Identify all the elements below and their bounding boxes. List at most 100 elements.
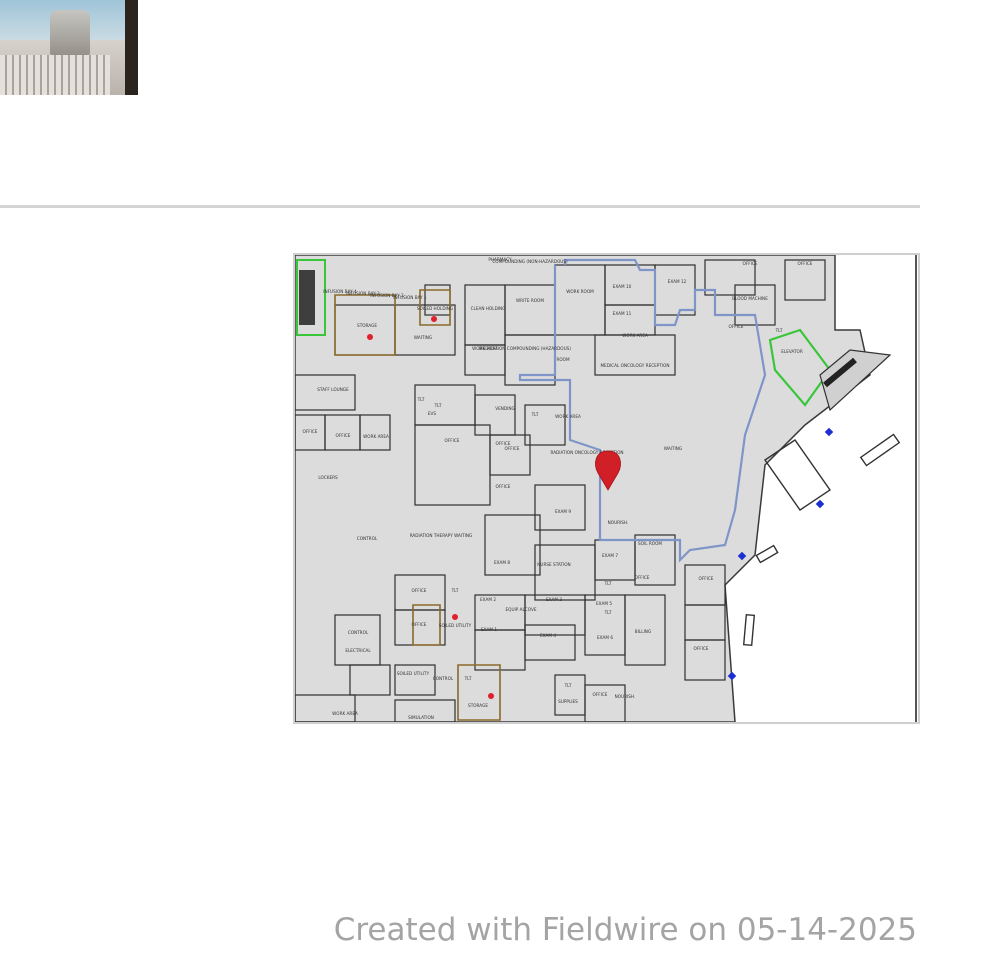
room-label: STORAGE: [357, 323, 377, 328]
room-label: WORK AREA: [555, 414, 581, 419]
room-label: TLT: [604, 610, 612, 615]
room-label: ELEVATOR: [781, 349, 803, 354]
room-label: WORK AREA: [363, 434, 389, 439]
room-label: OFFICE: [412, 588, 427, 593]
room-label: OFFICE: [505, 446, 520, 451]
room-label: WAITING: [664, 446, 682, 451]
room-label: TLT: [531, 412, 539, 417]
room-label: OFFICE: [743, 261, 758, 266]
room-label: INFUSION BAY 2: [370, 293, 404, 298]
room-label: SIMULATION: [408, 715, 434, 720]
room-label: CONTROL: [357, 536, 378, 541]
room-label: BILLING: [635, 629, 651, 634]
room-label: PHARMACY: [488, 257, 512, 262]
red-dot[interactable]: [488, 693, 494, 699]
room-label: STAFF LOUNGE: [317, 387, 349, 392]
room-label: OFFICE: [412, 622, 427, 627]
blue-marker[interactable]: [824, 427, 834, 437]
room-label: OFFICE: [593, 692, 608, 697]
room-label: INFUSION BAY 3: [346, 291, 380, 296]
room-label: STORAGE: [468, 703, 488, 708]
room-label: TLT: [564, 683, 572, 688]
room-label: EXAM 3: [546, 597, 562, 602]
red-dot[interactable]: [452, 614, 458, 620]
room-label: TLT: [434, 403, 442, 408]
room-label: TLT: [451, 588, 459, 593]
room-label: TLT: [464, 676, 472, 681]
room-label: OFFICE: [496, 441, 511, 446]
room-label: EXAM 2: [480, 597, 496, 602]
room-label: SOILED HOLDING: [417, 306, 453, 311]
room-label: OFFICE: [699, 576, 714, 581]
room-label: WORK AREA: [472, 346, 498, 351]
room-label: TLT: [604, 581, 612, 586]
room-label: WAITING: [414, 335, 432, 340]
accessible-route: [518, 258, 767, 563]
room-label: INFUSION BAY 1: [393, 295, 427, 300]
room-label: OFFICE: [798, 261, 813, 266]
room-label: WORK AREA: [622, 333, 648, 338]
room-label: EXAM 10: [613, 284, 632, 289]
photo-blinds: [0, 55, 110, 95]
site-photo[interactable]: [0, 0, 138, 95]
room-label: WORK AREA: [332, 711, 358, 716]
room-label: INFUSION BAY 4: [323, 289, 357, 294]
room-label: TLT: [417, 397, 425, 402]
photo-frame-edge: [125, 0, 138, 95]
room-label: RADIATION THERAPY WAITING: [410, 533, 473, 538]
stair-right: [768, 328, 892, 412]
room-label: VENDING: [495, 406, 514, 411]
room-label: NOURISH.: [615, 694, 636, 699]
room-label: RADIATION ONCOLOGY RECEPTION: [550, 450, 623, 455]
room-label: NURSE STATION: [537, 562, 570, 567]
room-label: CONTROL: [348, 630, 369, 635]
room-label: WORK ROOM: [566, 289, 594, 294]
room-label: EXAM 11: [613, 311, 632, 316]
storage-outlines: [334, 289, 501, 721]
room-label: EXAM 4: [540, 633, 556, 638]
stair-left: [296, 259, 326, 336]
room-label: EXAM 6: [597, 635, 613, 640]
room-label: EXAM 12: [668, 279, 687, 284]
room-label: OFFICE: [729, 324, 744, 329]
exterior-features: [742, 433, 901, 647]
hazard-dots: [367, 316, 494, 699]
red-dot[interactable]: [431, 316, 437, 322]
room-label: NOURISH.: [608, 520, 629, 525]
photo-chair: [50, 10, 90, 55]
room-label: OFFICE: [496, 484, 511, 489]
room-label: EXAM 9: [555, 509, 571, 514]
location-pin-icon[interactable]: [595, 450, 621, 491]
room-label: TLT: [775, 328, 783, 333]
room-label: OFFICE: [445, 438, 460, 443]
room-label: LOCKERS: [318, 475, 338, 480]
room-label: SOIL ROOM: [638, 541, 662, 546]
room-label: OFFICE: [635, 575, 650, 580]
room-label: ROOM: [556, 357, 570, 362]
footer-caption: Created with Fieldwire on 05-14-2025: [333, 912, 917, 948]
section-divider: [0, 205, 920, 208]
room-label: WRITE ROOM: [516, 298, 544, 303]
room-label: OFFICE: [303, 429, 318, 434]
room-label: EVS: [428, 411, 437, 416]
room-label: OFFICE: [336, 433, 351, 438]
room-label: COMPOUNDING (NON-HAZARDOUS): [492, 259, 568, 264]
room-label: SOILED UTILITY: [397, 671, 430, 676]
room-label: OFFICE: [694, 646, 709, 651]
red-dot[interactable]: [367, 334, 373, 340]
room-label: ELECTRICAL: [345, 648, 371, 653]
room-label: SUPPLIES: [558, 699, 578, 704]
blue-marker[interactable]: [815, 499, 825, 509]
room-label: SOILED UTILITY: [439, 623, 472, 628]
room-label: CLEAN HOLDING: [471, 306, 506, 311]
room-label: EQUIP ALCOVE: [506, 607, 537, 612]
room-label: MEDICATION COMPOUNDING (HAZARDOUS): [479, 346, 571, 351]
room-label: MEDICAL ONCOLOGY RECEPTION: [600, 363, 669, 368]
room-label: EXAM 5: [596, 601, 612, 606]
room-label: CONTROL: [433, 676, 454, 681]
room-label: EXAM 8: [494, 560, 510, 565]
